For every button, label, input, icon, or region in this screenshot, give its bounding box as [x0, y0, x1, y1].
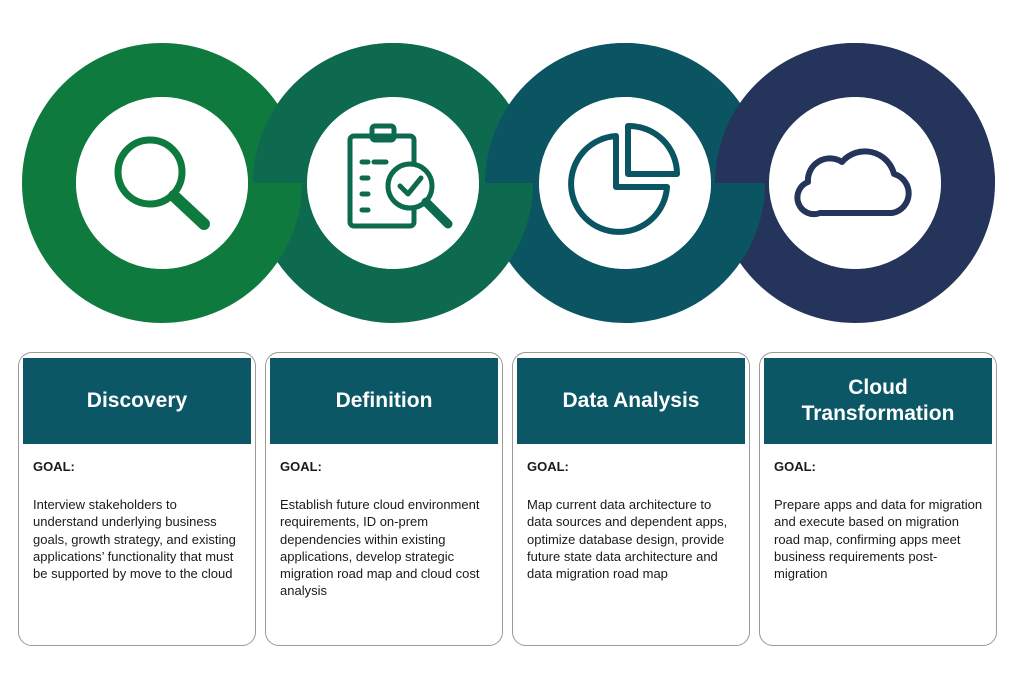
goal-label: GOAL:: [280, 459, 322, 474]
process-rings: [22, 43, 995, 323]
goal-text: Interview stakeholders to understand und…: [33, 497, 236, 582]
card-title: Data Analysis: [517, 358, 745, 444]
pie-chart-icon: [568, 122, 680, 235]
card-title: Cloud Transformation: [764, 358, 992, 444]
goal-text: Map current data architecture to data so…: [527, 497, 728, 582]
goal-text: Prepare apps and data for migration and …: [774, 497, 983, 582]
cloud-icon: [794, 148, 912, 218]
ring-link-4: [715, 43, 995, 184]
card-title: Definition: [270, 358, 498, 444]
magnifier-icon: [114, 136, 210, 230]
goal-text: Establish future cloud environment requi…: [280, 497, 480, 599]
step-card-discovery: Discovery GOAL: Interview stakeholders t…: [18, 352, 256, 646]
ring-link-2: [253, 43, 533, 184]
goal-label: GOAL:: [774, 459, 816, 474]
step-card-cloud-transformation: Cloud Transformation GOAL: Prepare apps …: [759, 352, 997, 646]
step-card-definition: Definition GOAL: Establish future cloud …: [265, 352, 503, 646]
clipboard-check-icon: [347, 123, 453, 229]
goal-label: GOAL:: [33, 459, 75, 474]
step-card-data-analysis: Data Analysis GOAL: Map current data arc…: [512, 352, 750, 646]
goal-label: GOAL:: [527, 459, 569, 474]
card-title: Discovery: [23, 358, 251, 444]
